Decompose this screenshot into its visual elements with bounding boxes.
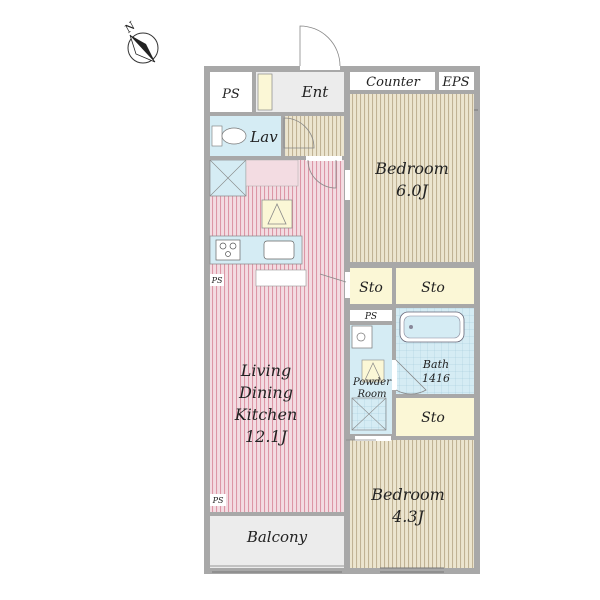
ldk-door-swing [307,159,337,189]
compass: N [121,19,159,64]
counter-label: Counter [366,75,420,90]
compass-needle-tail [129,34,156,63]
ldk-slide-door [319,273,347,283]
ps-top-label: PS [221,87,240,102]
appliance-triangle-icon [267,203,287,225]
eps-floor [438,72,474,90]
windows [212,109,478,573]
bedroom-2-size: 4.3J [391,507,425,526]
door-swings [283,25,427,441]
toilet-icon [211,125,223,147]
ps-bath-floor [350,310,392,322]
storage-1-floor [350,268,392,304]
door-openings [300,62,397,441]
ps-top-floor [210,72,252,112]
storage-2-floor [396,268,474,304]
counter-floor [350,72,436,90]
storage-1-label: Sto [359,280,383,296]
lavatory-door-swing [283,117,315,149]
bedroom-1-floor [350,94,474,262]
bedroom-1-size: 6.0J [396,181,429,200]
entrance-label: Ent [301,83,330,101]
powder-room-line2: Room [356,389,386,400]
storage-3-floor [396,398,474,436]
ps-ldk-label: PS [211,276,223,285]
ldk-line3: Kitchen [234,405,298,424]
ps-balcony-label: PS [212,496,224,505]
washing-machine-cross [351,397,387,431]
compass-north-label: N [121,19,138,36]
refrigerator-cross [209,159,247,197]
bedroom-2-floor [350,440,474,568]
ps-bath-label: PS [364,312,377,322]
stove-icon [215,239,241,261]
kitchen-bar [255,269,307,287]
burner-1 [219,242,227,250]
tub-drain [409,325,413,329]
bath-name: Bath [422,358,449,371]
balcony-label: Balcony [246,528,308,546]
bedroom-1-name: Bedroom [374,159,449,178]
powder-room-line1: Powder [352,377,392,388]
bathtub-inner [403,315,461,339]
powder-appliance [361,359,385,383]
kitchen-storage [245,159,299,187]
washbasin [351,325,373,349]
storage-3-label: Sto [421,410,445,426]
burner-3 [225,251,231,257]
ldk-line2: Dining [238,383,293,402]
balcony-floor [210,516,344,568]
storage-2-label: Sto [421,280,445,296]
ldk-line1: Living [240,361,291,380]
ps-ldk-box [210,274,224,286]
burner-2 [229,242,237,250]
basin-bowl [356,332,366,342]
hallway-floor [284,116,344,158]
ps-balcony-box [210,494,226,506]
bath-door-swing [395,359,427,395]
eps-label: EPS [441,75,469,90]
toilet-bowl [221,127,247,145]
lavatory-label: Lav [249,128,278,146]
bath-size: 1416 [422,372,450,385]
powder-triangle-icon [364,362,382,381]
entrance-door-swing [299,25,341,67]
sink-icon [263,240,295,260]
shoe-cabinet [257,73,273,111]
bedroom-2-name: Bedroom [370,485,445,504]
ldk-size: 12.1J [245,427,289,446]
